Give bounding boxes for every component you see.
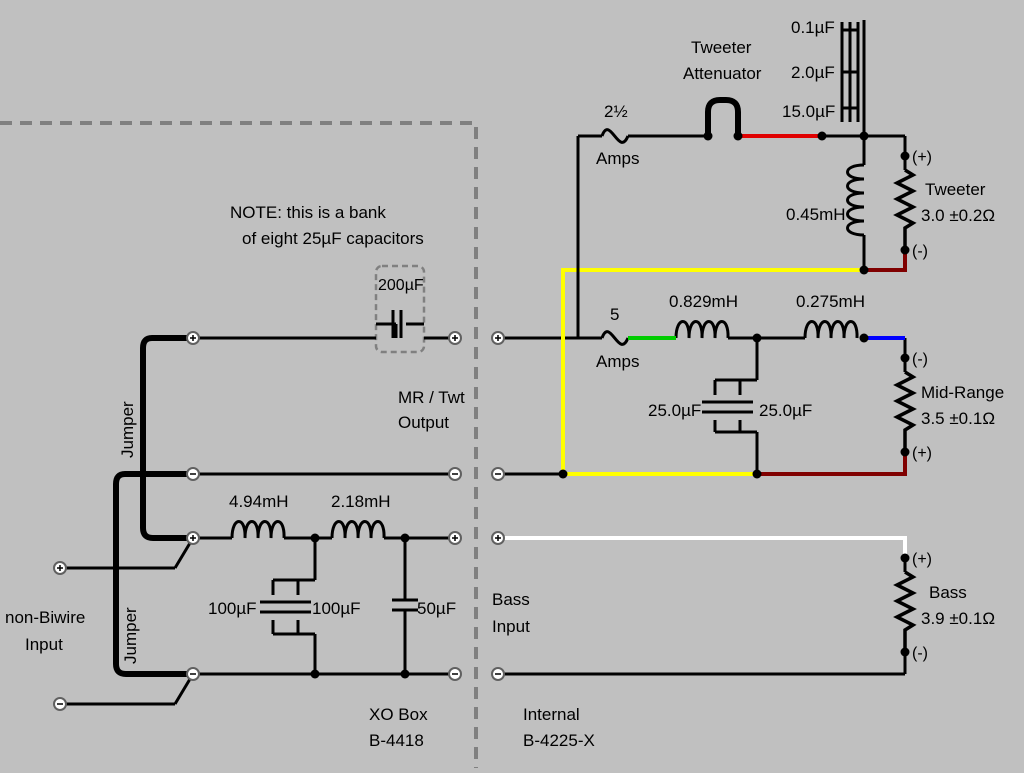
driver-resistors	[893, 168, 917, 652]
xo-box-label-2: B-4418	[369, 731, 424, 750]
terminal-signs	[57, 335, 501, 705]
cap-150-label: 15.0µF	[782, 102, 835, 121]
internal-label-1: Internal	[523, 705, 580, 724]
cap-50-label: 50µF	[417, 599, 456, 618]
mr-twt-label-2: Output	[398, 413, 449, 432]
dark-red-wire-tweeter	[864, 250, 907, 272]
cap-20-label: 2.0µF	[791, 63, 835, 82]
tw-atten-label-2: Attenuator	[683, 64, 762, 83]
midrange-minus: (-)	[912, 351, 928, 368]
jumper-top-label: Jumper	[118, 401, 137, 458]
inductor-0275-label: 0.275mH	[796, 292, 865, 311]
bass-plus: (+)	[912, 551, 932, 568]
inductor-494-label: 4.94mH	[229, 492, 289, 511]
cap-250b-label: 25.0µF	[759, 401, 812, 420]
inductor-0829-label: 0.829mH	[669, 292, 738, 311]
xo-box-outline	[0, 121, 478, 768]
cap-100a-label: 100µF	[208, 599, 257, 618]
white-wire	[498, 536, 907, 556]
xo-junctions	[310, 533, 410, 679]
bass-minus: (-)	[912, 645, 928, 662]
xo-inductors	[230, 520, 386, 539]
fuse-tw-bot-label: Amps	[596, 149, 639, 168]
nonbiwire-label-2: Input	[25, 635, 63, 654]
midrange-label-1: Mid-Range	[921, 383, 1004, 402]
jumpers	[113, 335, 196, 677]
bass-input-label-1: Bass	[492, 590, 530, 609]
bank-cap-label: 200µF	[378, 277, 424, 294]
note-line1: NOTE: this is a bank	[230, 203, 386, 222]
tw-atten-label-1: Tweeter	[691, 38, 752, 57]
internal-junctions	[558, 131, 910, 657]
internal-label-2: B-4225-X	[523, 731, 595, 750]
cap-250a-label: 25.0µF	[648, 401, 701, 420]
nonbiwire-label-1: non-Biwire	[5, 608, 85, 627]
mr-twt-label-1: MR / Twt	[398, 388, 465, 407]
midrange-resistor	[893, 370, 917, 452]
fuse-mr-bot-label: Amps	[596, 352, 639, 371]
bass-label-2: 3.9 ±0.1Ω	[921, 609, 995, 628]
dark-red-wire-mid	[757, 452, 907, 476]
internal-wiring	[498, 20, 907, 676]
inductor-045-label: 0.45mH	[786, 205, 846, 224]
midrange-label-2: 3.5 ±0.1Ω	[921, 409, 995, 428]
midrange-plus: (+)	[912, 445, 932, 462]
cap-01-label: 0.1µF	[791, 18, 835, 37]
xo-box-label-1: XO Box	[369, 705, 428, 724]
fuse-tw-top-label: 2½	[604, 102, 628, 121]
bass-label-1: Bass	[929, 583, 967, 602]
tweeter-minus: (-)	[912, 243, 928, 260]
bass-input-label-2: Input	[492, 617, 530, 636]
inductor-218-label: 2.18mH	[331, 492, 391, 511]
bass-resistor	[893, 570, 917, 652]
capacitor-bank-outline	[374, 264, 426, 354]
tweeter-label-2: 3.0 ±0.2Ω	[921, 206, 995, 225]
fuse-mr-top-label: 5	[610, 305, 619, 324]
tweeter-label-1: Tweeter	[925, 180, 986, 199]
tweeter-plus: (+)	[912, 149, 932, 166]
tweeter-attenuator	[705, 97, 741, 136]
yellow-wire	[561, 268, 864, 476]
tweeter-resistor	[893, 168, 917, 250]
jumper-bottom-label: Jumper	[121, 607, 140, 664]
internal-inductors	[674, 163, 865, 339]
cap-100b-label: 100µF	[312, 599, 361, 618]
fuses	[600, 128, 630, 346]
note-line2: of eight 25µF capacitors	[242, 229, 424, 248]
